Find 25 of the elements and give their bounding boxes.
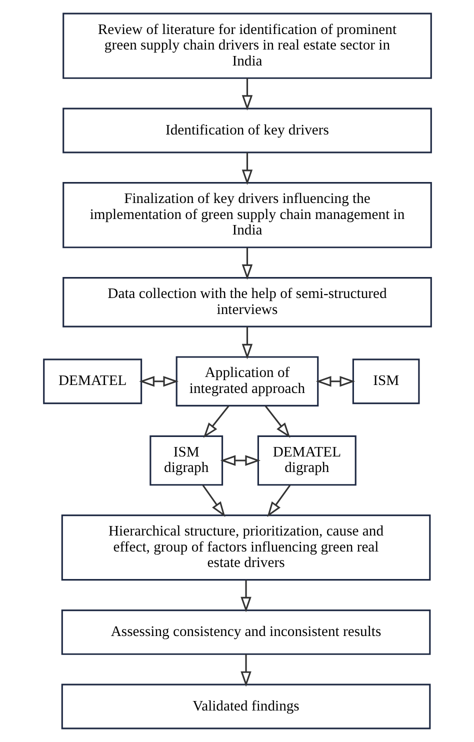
node-box: Hierarchical structure, prioritization, cause and effect, group of factors influencing green real estate drivers: [60, 514, 430, 581]
arrow: [266, 484, 290, 517]
arrow: [138, 376, 178, 387]
arrow: [241, 248, 252, 280]
node-box: Validated findings: [60, 684, 430, 730]
node-box: ISM digraph: [149, 435, 223, 486]
arrow: [241, 152, 252, 185]
node-box: Assessing consistency and inconsistent results: [60, 610, 430, 655]
arrow: [240, 580, 251, 612]
arrow: [241, 326, 252, 360]
node-box: Identification of key drivers: [62, 108, 432, 154]
arrow: [202, 484, 225, 517]
arrow: [220, 455, 260, 466]
node-box: ISM: [352, 358, 420, 404]
node-box: Data collection with the help of semi-structured interviews: [62, 277, 432, 328]
arrow: [264, 406, 290, 438]
node-box: Application of integrated approach: [175, 356, 318, 406]
arrow: [315, 376, 355, 387]
arrow: [240, 654, 251, 687]
arrow: [241, 78, 252, 111]
node-box: Review of literature for identification of prominent green supply chain drivers in real estate sector in India: [62, 12, 432, 79]
arrow: [202, 406, 229, 438]
node-box: DEMATEL digraph: [256, 435, 356, 486]
node-box: Finalization of key drivers influencing the implementation of green supply chain management in India: [62, 182, 432, 248]
node-box: DEMATEL: [42, 358, 142, 404]
